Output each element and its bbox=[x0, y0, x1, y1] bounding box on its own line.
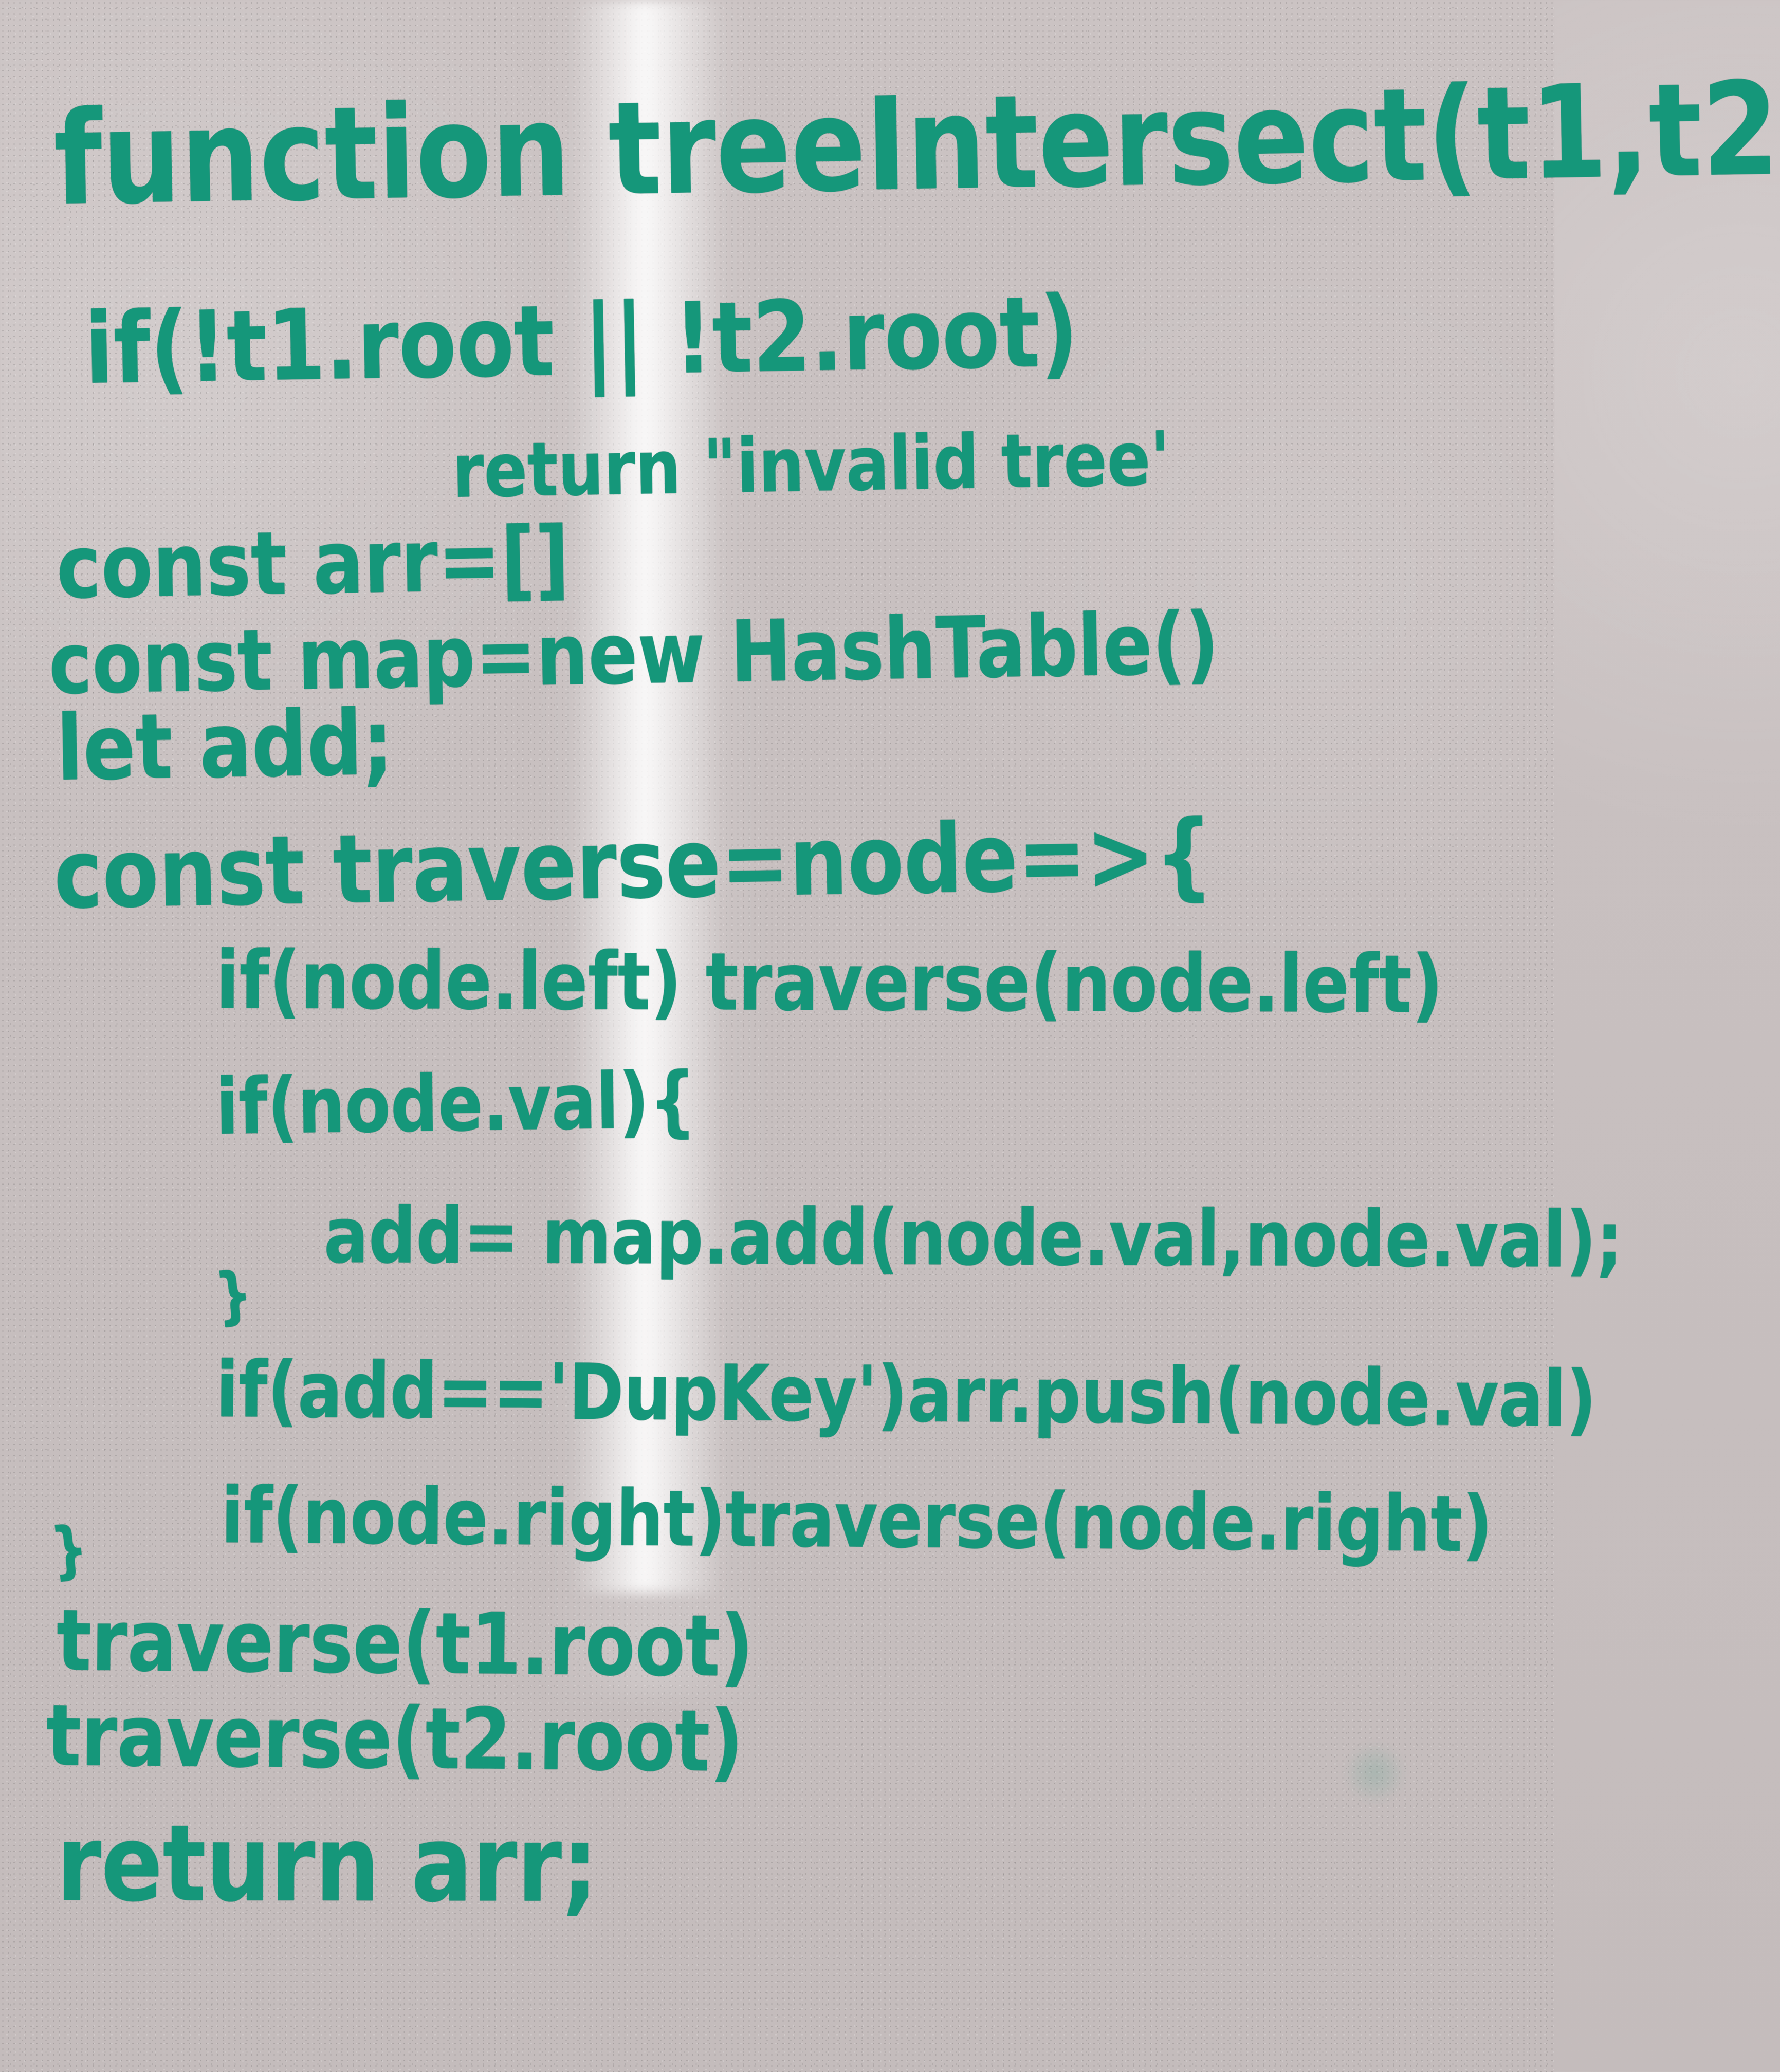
code-line-8: if(node.left) traverse(node.left) bbox=[215, 934, 1443, 1031]
code-line-2: if(!t1.root || !t2.root) bbox=[84, 275, 1079, 406]
code-line-17: return arr; bbox=[56, 1803, 598, 1926]
code-line-16: traverse(t2.root) bbox=[46, 1686, 744, 1791]
code-line-6: let add; bbox=[56, 691, 394, 801]
whiteboard-texture bbox=[0, 0, 1554, 2072]
code-line-5: const map=new HashTable() bbox=[48, 594, 1220, 713]
code-line-14: } bbox=[47, 1512, 91, 1587]
code-line-13: if(node.right)traverse(node.right) bbox=[221, 1471, 1493, 1570]
handwritten-code-block: function treeIntersect(t1,t2 if(!t1.root… bbox=[46, 54, 1780, 1926]
light-reflection bbox=[571, 0, 725, 1593]
code-line-7: const traverse=node=>{ bbox=[53, 799, 1214, 930]
marker-smudge bbox=[1347, 1742, 1403, 1804]
code-line-4: const arr=[] bbox=[56, 508, 571, 619]
code-line-3: return "invalid tree' bbox=[451, 415, 1171, 515]
code-line-1: function treeIntersect(t1,t2 bbox=[52, 54, 1780, 234]
code-line-11: } bbox=[212, 1258, 255, 1333]
code-line-12: if(add=='DupKey')arr.push(node.val) bbox=[215, 1345, 1597, 1445]
code-line-9: if(node.val){ bbox=[215, 1056, 697, 1152]
code-line-10: add= map.add(node.val,node.val); bbox=[323, 1191, 1623, 1285]
code-line-15: traverse(t1.root) bbox=[56, 1591, 754, 1696]
